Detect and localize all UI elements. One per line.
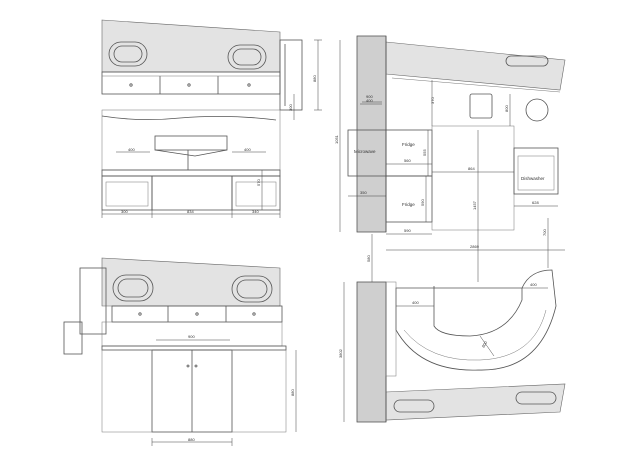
dim-pl-r: 400 [412,300,419,305]
dim-pl-p: 590 [404,228,411,233]
bulkhead-upper [356,35,387,233]
dim-pl-f: 370 [430,97,435,104]
galley-recess [431,125,515,231]
settee-outer [395,269,557,371]
dim-tl-b1: 300 [121,209,128,214]
side-column-lower [79,267,107,335]
counter-lower [101,345,287,351]
porthole-lower-left-inner [117,278,149,298]
dim-tl-b2: 834 [187,209,194,214]
upper-cabinet [101,71,281,95]
porthole-lower-right-inner [236,279,268,299]
dim-tl-b3: 340 [252,209,259,214]
dim-pl-h: 555 [422,149,427,156]
dim-tl-w1: 400 [128,147,135,152]
table-top [154,135,228,151]
bulkhead-lower [356,281,387,423]
porthole-lower-left [112,274,154,302]
dim-pl-i: 864 [468,166,475,171]
hull-panel-lower [101,257,281,307]
dishwasher-unit [513,147,559,195]
dim-tl-h2: 880 [312,75,317,82]
porthole-lower-right [231,275,273,303]
dim-bl-b1: 880 [188,437,195,442]
sink-round [525,98,549,122]
dim-pl-s: 600 [481,340,489,349]
elevation-bottom-left: 900 880 880 [63,257,297,446]
dim-pl-l: 628 [532,200,539,205]
porthole-right-inner [232,48,262,66]
porthole-plan-top [505,55,549,67]
dim-pl-n: 400 [530,282,537,287]
dim-tl-h3: 570 [256,179,261,186]
drawer-row [111,305,283,323]
dim-pl-e: 400 [366,98,373,103]
label-fridge-top: Fridge [402,142,415,147]
dim-pl-k: 2869 [470,244,480,249]
label-fridge-bottom: Fridge [402,202,415,207]
base-cabinet-mid [151,175,233,211]
sink-square [469,93,493,119]
dim-pl-t: 3802 [338,348,343,358]
base-cabinet-right [231,175,281,211]
dim-tl-w2: 400 [244,147,251,152]
porthole-left-inner [113,45,143,63]
porthole-plan-left [393,399,435,413]
dim-bl-w1: 900 [188,334,195,339]
dim-tl-h1: 300 [288,104,293,111]
side-box [63,321,83,355]
side-column [279,39,303,111]
porthole-plan-right [515,391,557,405]
porthole-right [227,44,267,70]
dim-pl-g: 800 [504,105,509,112]
label-microwave: Microwave [354,149,376,154]
dim-pl-b: 580 [366,255,371,262]
plan-view: Microwave Fridge Fridge Dishwasher 400 3… [334,35,566,423]
dim-pl-j: 1457 [472,200,477,210]
counter-top [101,169,281,177]
label-dishwasher: Dishwasher [521,176,545,181]
fridge-unit-bottom [385,175,433,223]
hull-bottom [385,383,566,421]
base-cabinet-left [101,175,153,211]
dim-pl-q: 590 [420,199,425,206]
dim-pl-a: 900 [366,94,373,99]
porthole-left [108,41,148,67]
dim-pl-o: 1051 [334,134,339,144]
elevation-top-left: 400 400 300 834 340 300 880 570 [101,19,322,218]
microwave-unit [347,129,387,177]
dim-bl-h1: 880 [290,389,295,396]
dim-pl-d: 350 [360,190,367,195]
dim-pl-c: 560 [404,158,411,163]
dim-pl-m: 700 [542,229,547,236]
